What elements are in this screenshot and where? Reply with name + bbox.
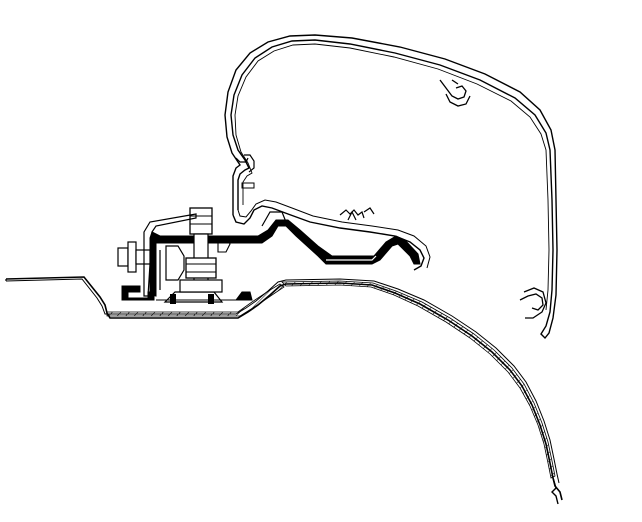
wall-adapter bbox=[232, 199, 431, 271]
roof-panel bbox=[5, 276, 563, 505]
awning-case bbox=[224, 34, 558, 340]
bolt bbox=[117, 207, 231, 297]
foot-pads bbox=[156, 294, 238, 304]
